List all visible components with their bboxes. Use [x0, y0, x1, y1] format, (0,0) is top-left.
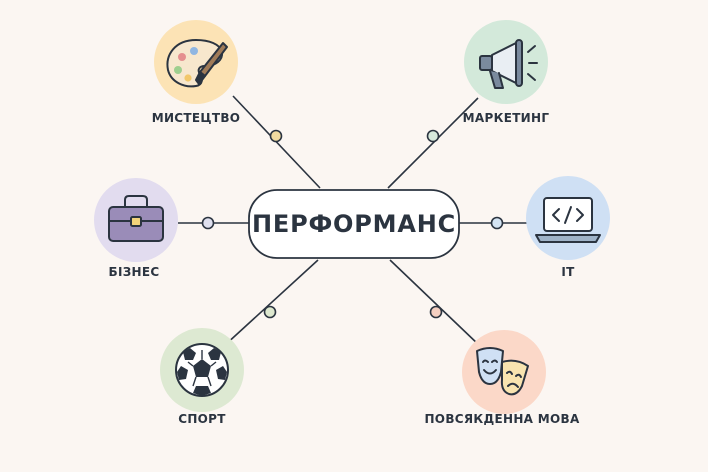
connector-dot-sport	[263, 305, 277, 319]
connector-dot-business	[201, 216, 215, 230]
connector-dot-art	[269, 129, 283, 143]
node-label-marketing: МАРКЕТИНГ	[462, 111, 550, 125]
connector-dot-everyday	[429, 305, 443, 319]
connector-dot-it	[490, 216, 504, 230]
node-label-business: БІЗНЕС	[108, 265, 160, 279]
node-label-it: IT	[561, 265, 575, 279]
connector-dot-marketing	[426, 129, 440, 143]
node-label-everyday: ПОВСЯКДЕННА МОВА	[424, 412, 580, 426]
connector-everyday	[389, 259, 481, 347]
connector-dots	[201, 129, 504, 319]
connector-sport	[223, 259, 319, 347]
soccer-ball-icon	[175, 343, 229, 397]
center-node	[248, 189, 460, 259]
node-label-art: МИСТЕЦТВО	[151, 111, 241, 125]
laptop-code-icon	[535, 197, 601, 243]
connector-marketing	[387, 97, 479, 189]
node-label-sport: СПОРТ	[178, 412, 226, 426]
center-label: ПЕРФОРМАНС	[251, 210, 457, 238]
palette-icon	[166, 39, 228, 88]
theater-masks-icon	[476, 347, 529, 396]
megaphone-icon	[479, 39, 538, 89]
briefcase-icon	[108, 195, 164, 242]
